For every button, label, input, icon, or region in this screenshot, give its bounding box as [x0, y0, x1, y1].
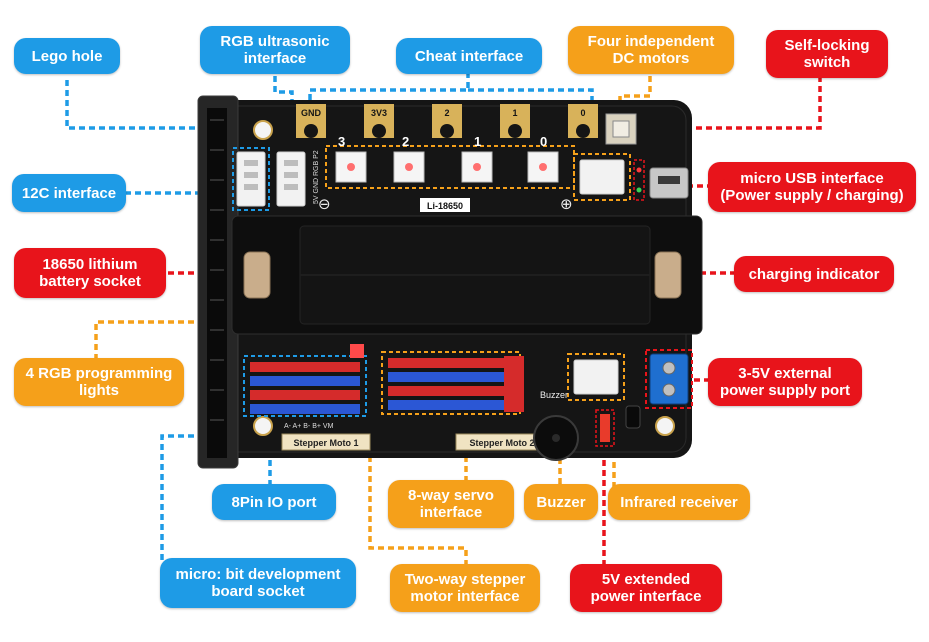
lego-hole	[253, 416, 273, 436]
lego-hole	[253, 120, 273, 140]
callout-self-locking: Self-locking switch	[766, 30, 888, 78]
buzzer-silk-label: Buzzer	[540, 390, 568, 400]
callout-dc-motors: Four independent DC motors	[568, 26, 734, 74]
led-number: 2	[402, 134, 409, 149]
callout-text: 4 RGB programming lights	[25, 365, 173, 399]
callout-buzzer: Buzzer	[524, 484, 598, 520]
leader-cheat-interface	[308, 72, 470, 108]
io-port-header	[250, 362, 360, 414]
pad-label: GND	[301, 108, 322, 118]
servo-header	[388, 358, 514, 410]
stepper-2-label: Stepper Moto 2	[469, 438, 534, 448]
callout-external-power: 3-5V external power supply port	[708, 358, 862, 406]
rgb-led-2	[393, 151, 425, 183]
callout-5v-extension: 5V extended power interface	[570, 564, 722, 612]
battery-spring-right	[654, 251, 682, 299]
grove-connector	[573, 359, 619, 395]
pad-label: 0	[580, 108, 585, 118]
plus-symbol: ⊕	[560, 196, 573, 213]
callout-text: Two-way stepper motor interface	[404, 571, 526, 605]
led-number: 3	[338, 134, 345, 149]
callout-stepper: Two-way stepper motor interface	[390, 564, 540, 612]
led-number: 0	[540, 134, 547, 149]
callout-rgb-lights: 4 RGB programming lights	[14, 358, 184, 406]
servo-pins-label: A- A+ B- B+ VM	[284, 423, 334, 430]
5v-extension-header	[600, 414, 610, 442]
stepper-1-connector	[281, 433, 371, 451]
leader-stepper	[368, 436, 468, 566]
callout-text: Cheat interface	[414, 47, 524, 65]
pad-label: 2	[444, 108, 449, 118]
callout-microbit-socket: micro: bit development board socket	[160, 558, 356, 608]
minus-symbol: ⊖	[318, 196, 331, 213]
callout-text: Infrared receiver	[620, 493, 738, 511]
jumper	[350, 344, 364, 358]
callout-micro-usb: micro USB interface (Power supply / char…	[708, 162, 916, 212]
callout-text: Lego hole	[31, 47, 103, 65]
charging-led	[636, 187, 642, 193]
battery-spring-left	[243, 251, 271, 299]
battery-label: Li-18650	[427, 201, 463, 211]
callout-text: Self-locking switch	[784, 37, 870, 71]
callout-text: micro USB interface (Power supply / char…	[720, 170, 904, 204]
callout-text: 5V extended power interface	[590, 571, 702, 605]
led-number: 1	[474, 134, 481, 149]
pad-label: 3V3	[371, 108, 387, 118]
callout-text: 8-way servo interface	[408, 487, 494, 521]
ir-receiver	[625, 405, 641, 429]
external-power-terminal	[649, 353, 689, 405]
leader-microbit	[160, 434, 198, 560]
callout-text: 8Pin IO port	[231, 493, 317, 511]
callout-servo: 8-way servo interface	[388, 480, 514, 528]
callout-text: micro: bit development board socket	[175, 566, 341, 600]
callout-rgb-ultrasonic: RGB ultrasonic interface	[200, 26, 350, 74]
callout-infrared: Infrared receiver	[608, 484, 750, 520]
callout-text: Buzzer	[536, 493, 586, 511]
charging-led	[636, 167, 642, 173]
lego-hole	[655, 416, 675, 436]
callout-text: RGB ultrasonic interface	[220, 33, 330, 67]
callout-cheat-interface: Cheat interface	[396, 38, 542, 74]
callout-text: Four independent DC motors	[587, 33, 715, 67]
callout-i2c: 12C interface	[12, 174, 126, 212]
stepper-1-label: Stepper Moto 1	[293, 438, 358, 448]
pad-label: 1	[512, 108, 517, 118]
callout-charging-indicator: charging indicator	[734, 256, 894, 292]
rgb-led-3	[335, 151, 367, 183]
callout-battery-socket: 18650 lithium battery socket	[14, 248, 166, 298]
callout-text: 12C interface	[21, 184, 117, 202]
leader-lego-hole	[65, 80, 255, 130]
callout-lego-hole: Lego hole	[14, 38, 120, 74]
callout-text: 18650 lithium battery socket	[39, 256, 141, 290]
leader-self-locking	[680, 76, 822, 130]
callout-text: charging indicator	[748, 265, 880, 283]
callout-io-port: 8Pin IO port	[212, 484, 336, 520]
header-pins-label: 5V GND RGB P2	[313, 150, 320, 204]
callout-text: 3-5V external power supply port	[719, 365, 850, 399]
dc-motor-connector	[579, 159, 625, 195]
